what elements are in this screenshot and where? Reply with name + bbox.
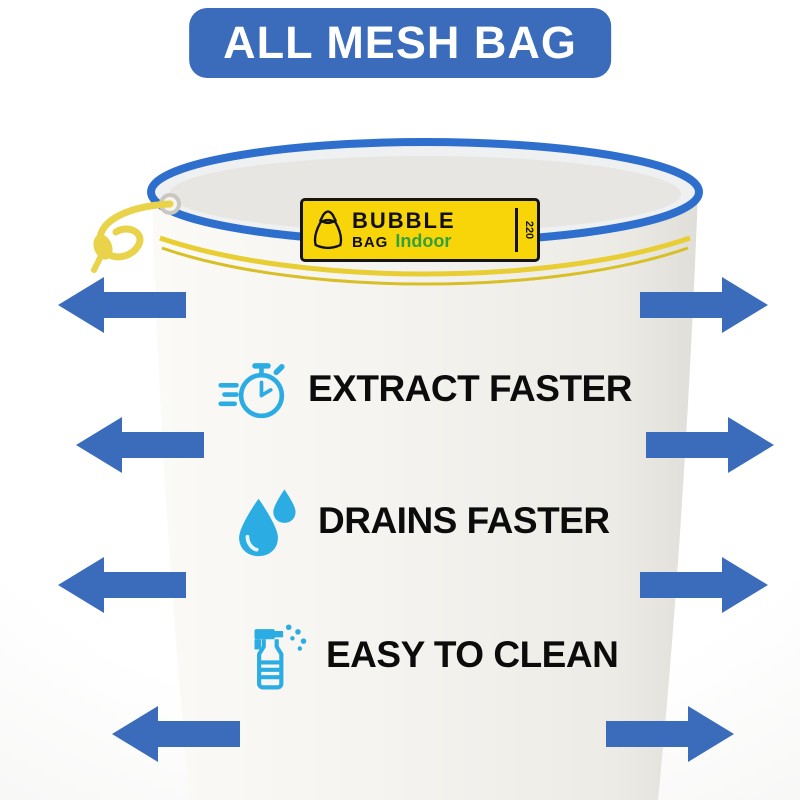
arrow-right-icon — [640, 277, 768, 333]
bag-icon — [313, 210, 343, 250]
arrow-right-icon — [640, 557, 768, 613]
feature-label: DRAINS FASTER — [318, 500, 610, 541]
brand-bubble: BUBBLE — [352, 208, 456, 233]
arrow-left-icon — [58, 557, 186, 613]
brand-indoor: Indoor — [395, 231, 452, 252]
stopwatch-icon — [218, 363, 285, 419]
feature-drains-faster: DRAINS FASTER — [228, 484, 610, 558]
brand-badge: BUBBLE BAG Indoor 220 — [300, 198, 540, 262]
arrow-right-icon — [606, 706, 734, 762]
arrow-left-icon — [76, 417, 204, 473]
arrow-right-icon — [646, 417, 774, 473]
banner-label: ALL MESH BAG — [223, 17, 577, 68]
spray-bottle-icon — [254, 624, 307, 690]
feature-easy-to-clean: EASY TO CLEAN — [236, 618, 619, 692]
yellow-zipper-seam — [159, 235, 691, 286]
badge-tab-220: 220 — [515, 208, 540, 252]
brand-text: BUBBLE BAG Indoor — [352, 209, 456, 251]
drawstring-cord — [91, 193, 181, 273]
arrow-left-icon — [58, 277, 186, 333]
feature-extract-faster: EXTRACT FASTER — [218, 352, 632, 426]
banner-all-mesh-bag: ALL MESH BAG — [189, 8, 611, 78]
badge-tab-label: 220 — [522, 220, 535, 240]
arrow-left-icon — [112, 706, 240, 762]
water-drops-icon — [239, 489, 296, 557]
feature-label: EASY TO CLEAN — [326, 634, 619, 675]
feature-label: EXTRACT FASTER — [308, 368, 632, 409]
brand-bag: BAG — [352, 234, 389, 252]
